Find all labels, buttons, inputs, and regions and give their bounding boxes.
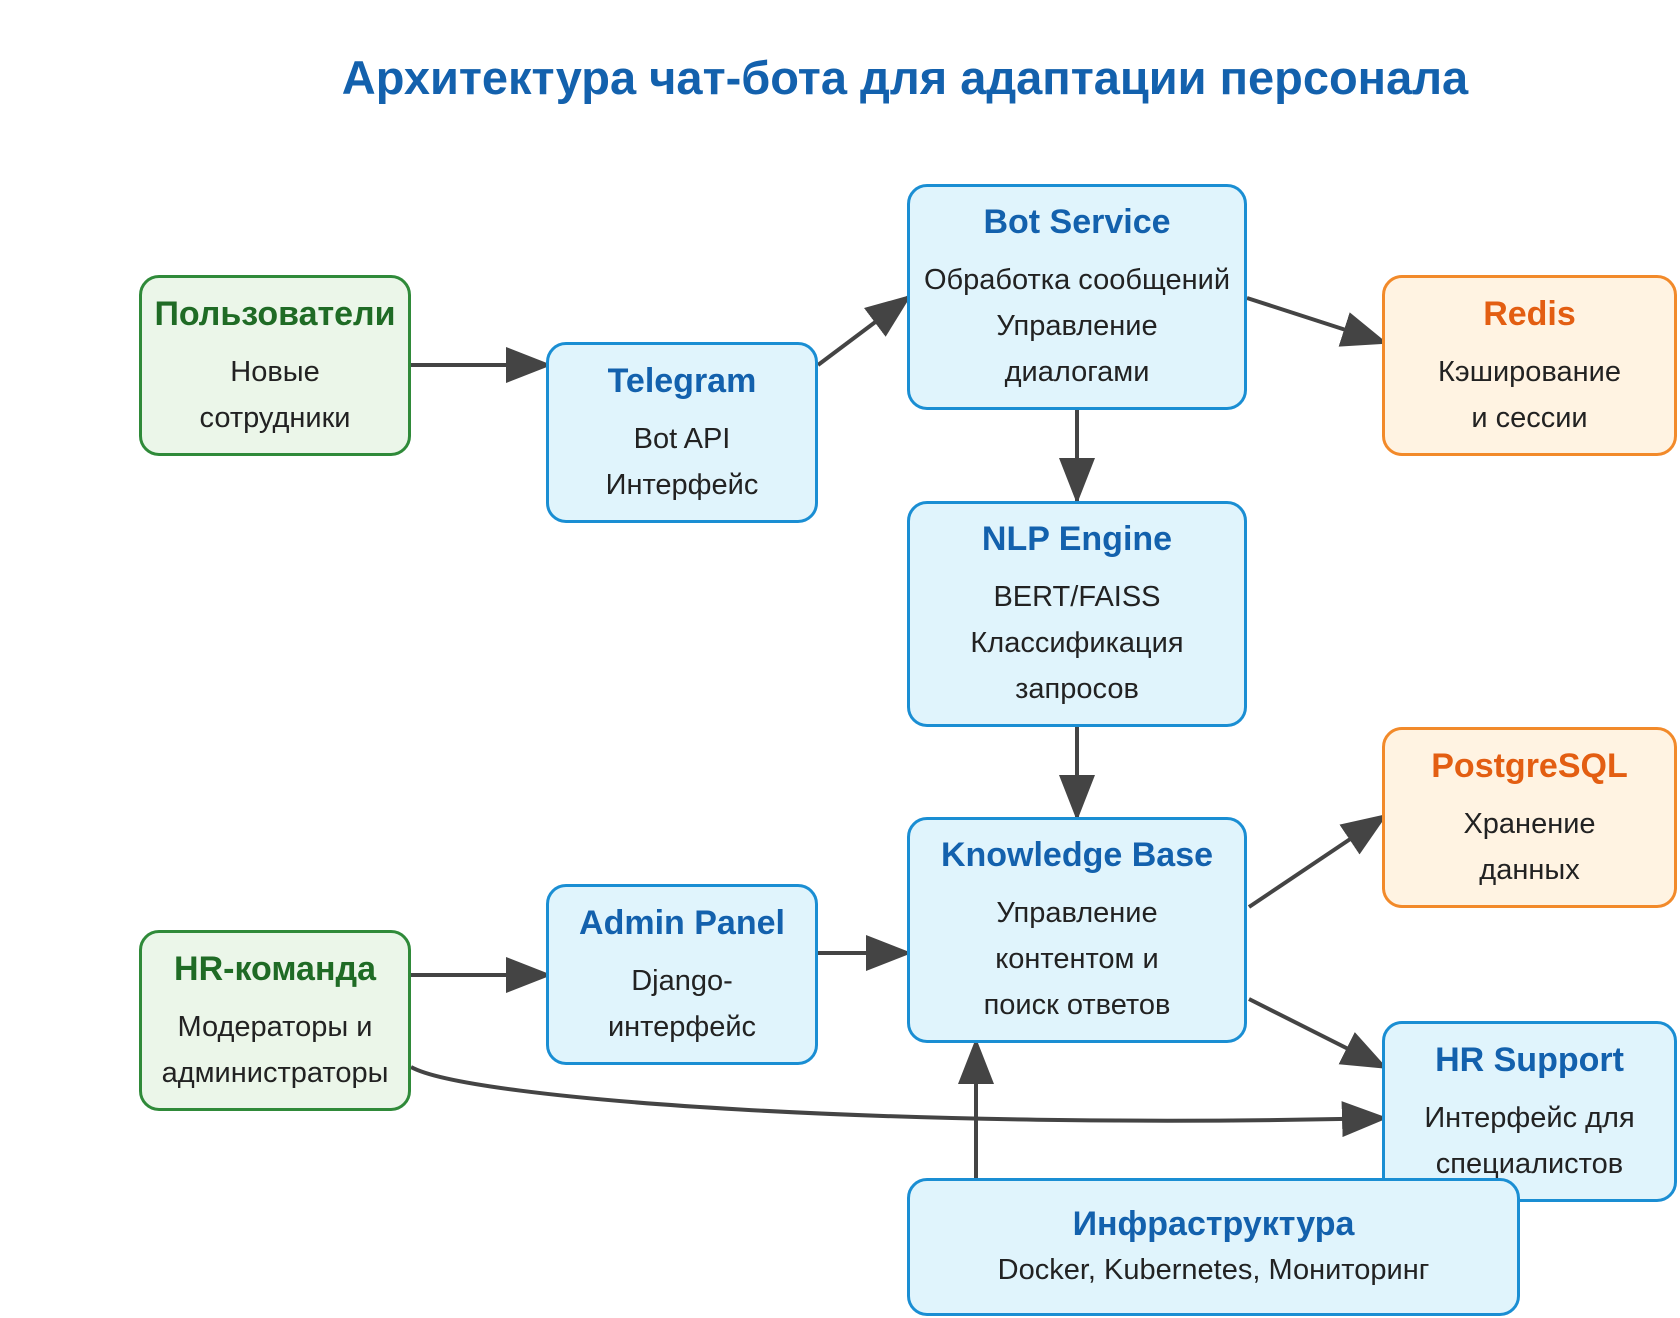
node-title: Telegram [607, 361, 757, 400]
node-text: контентом и [995, 943, 1159, 975]
node-hr-support: HR Support Интерфейс для специалистов [1382, 1021, 1677, 1202]
node-text: Управление [996, 897, 1158, 929]
node-text: сотрудники [199, 401, 351, 434]
node-text: Классификация [970, 627, 1184, 659]
node-text: и сессии [1471, 401, 1588, 434]
node-knowledge-base: Knowledge Base Управление контентом и по… [907, 817, 1247, 1043]
edge-kb-hrsupport [1248, 997, 1388, 1070]
node-text: запросов [1015, 673, 1139, 705]
node-title: Redis [1483, 294, 1576, 333]
node-title: NLP Engine [981, 520, 1173, 558]
edge-kb-postgres [1247, 813, 1388, 909]
node-bot-service: Bot Service Обработка сообщений Управлен… [907, 184, 1247, 410]
node-nlp-engine: NLP Engine BERT/FAISS Классификация запр… [907, 501, 1247, 727]
node-text: Django- [631, 964, 733, 997]
edge-bot-redis [1246, 296, 1388, 347]
node-text: поиск ответов [983, 989, 1171, 1021]
node-redis: Redis Кэширование и сессии [1382, 275, 1677, 456]
node-title: HR Support [1435, 1040, 1624, 1079]
node-text: Управление [996, 310, 1158, 342]
node-text: диалогами [1004, 356, 1150, 388]
node-text: интерфейс [607, 1010, 757, 1043]
node-telegram: Telegram Bot API Интерфейс [546, 342, 818, 523]
edge-telegram-bot [816, 294, 912, 367]
diagram-title: Архитектура чат-бота для адаптации персо… [341, 51, 1469, 104]
node-text: Интерфейс [605, 468, 759, 501]
node-title: Пользователи [154, 294, 396, 333]
node-infrastructure: Инфраструктура Docker, Kubernetes, Монит… [907, 1178, 1520, 1316]
edge-hrteam-hrsupport [410, 1065, 1388, 1138]
node-text: Docker, Kubernetes, Мониторинг [997, 1254, 1430, 1286]
node-admin-panel: Admin Panel Django- интерфейс [546, 884, 818, 1065]
node-title: PostgreSQL [1431, 746, 1628, 785]
node-text: BERT/FAISS [993, 581, 1161, 613]
node-text: данных [1479, 853, 1580, 886]
node-postgresql: PostgreSQL Хранение данных [1382, 727, 1677, 908]
node-text: специалистов [1435, 1147, 1624, 1180]
node-text: Хранение [1463, 807, 1596, 840]
node-text: Обработка сообщений [923, 264, 1231, 296]
node-text: Модераторы и [177, 1010, 373, 1043]
node-title: Knowledge Base [940, 836, 1214, 874]
node-title: HR-команда [174, 949, 376, 988]
node-title: Инфраструктура [1072, 1205, 1355, 1243]
node-title: Bot Service [983, 203, 1171, 241]
node-title: Admin Panel [579, 903, 785, 942]
node-text: администраторы [161, 1056, 389, 1089]
node-text: Интерфейс для [1424, 1101, 1635, 1134]
node-users: Пользователи Новые сотрудники [139, 275, 411, 456]
node-text: Bot API [633, 422, 731, 455]
node-hr-team: HR-команда Модераторы и администраторы [139, 930, 411, 1111]
node-text: Новые [230, 355, 320, 388]
node-text: Кэширование [1438, 355, 1621, 388]
